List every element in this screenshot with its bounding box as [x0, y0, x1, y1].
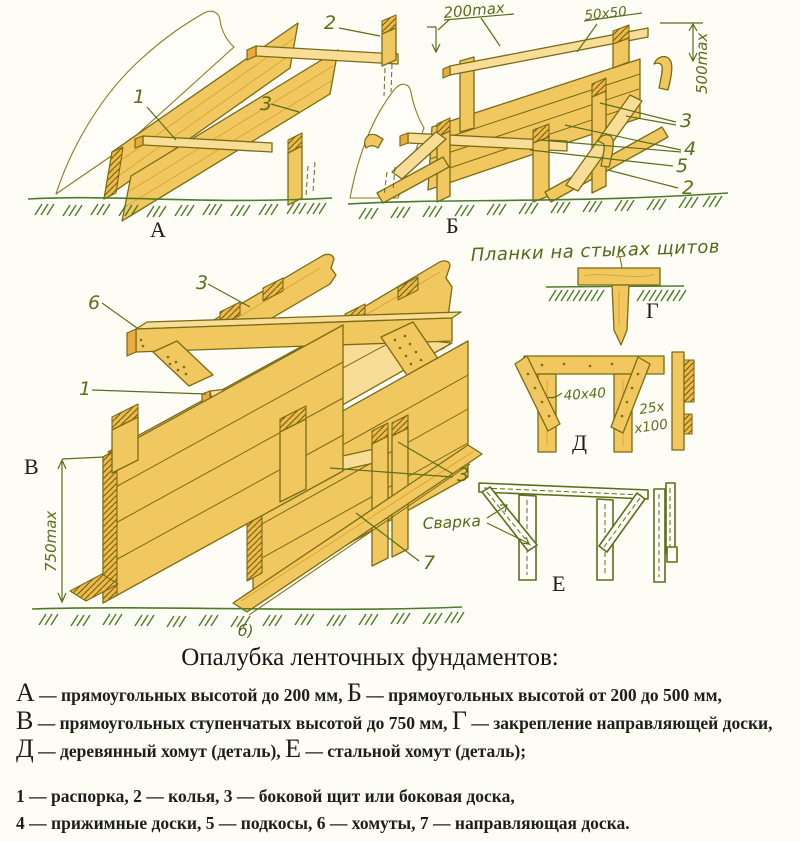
- dim-50x50-leader: [576, 12, 643, 53]
- legend-line-de: Д — деревянный хомут (деталь), Е — сталь…: [16, 734, 526, 766]
- wall-post-middle: [279, 405, 307, 503]
- dim-500-bracket: [660, 22, 703, 63]
- legend-text: — прямоугольных высотой до 200 мм,: [34, 685, 347, 705]
- caption-title: Опалубка ленточных фундаментов:: [181, 644, 559, 671]
- figure-g: Планки на стыках щитов Г: [470, 236, 720, 346]
- legend-line-parts-1-3: 1 — распорка, 2 — колья, 3 — боковой щит…: [16, 781, 515, 811]
- stake: [381, 14, 397, 97]
- legend-text: — прямоугольных высотой от 200 до 500 мм…: [361, 685, 722, 705]
- dim-750-bracket: [57, 456, 105, 604]
- side-view: [653, 482, 678, 583]
- part-label-1: 1: [79, 378, 91, 400]
- part-label-3: 3: [260, 93, 272, 115]
- leader-lines: [529, 102, 682, 189]
- formwork-illustration: 1 3 2 200max А: [24, 0, 729, 640]
- part-label-3-top: 3: [196, 272, 208, 294]
- figure-letter-b: Б: [446, 213, 459, 238]
- brace-right: [610, 356, 651, 434]
- part-label-4: 4: [684, 138, 696, 160]
- legend-text: — закрепление направляющей доски,: [466, 713, 773, 733]
- dim-200-bracket: [427, 13, 515, 54]
- brace-assembly-near: [364, 117, 451, 204]
- earth-bank: [55, 10, 235, 195]
- ground-line: [347, 192, 729, 205]
- top-bar: [478, 482, 649, 500]
- dim-50x50: 50x50: [584, 4, 628, 24]
- legend-letter: В: [16, 706, 34, 735]
- figure-a: 1 3 2 200max А: [27, 0, 515, 242]
- spreader-top: [246, 45, 399, 65]
- side-view: [671, 351, 695, 451]
- part-label-1: 1: [133, 86, 145, 108]
- legend-letter: Е: [285, 734, 301, 763]
- legend-text: — прямоугольных ступенчатых высотой до 7…: [33, 713, 452, 733]
- clamp-bar-6: [126, 311, 462, 357]
- junction-post: [532, 123, 550, 203]
- legend-letter: Г: [451, 706, 467, 735]
- weld-label: Сварка: [422, 512, 481, 533]
- part-label-5: 5: [676, 155, 688, 177]
- legend-text: 4 — прижимные доски, 5 — подкосы, 6 — хо…: [16, 813, 630, 833]
- legend-text: — деревянный хомут (деталь),: [33, 741, 286, 761]
- stake-peg: [611, 284, 630, 346]
- weld-arrows: [486, 504, 530, 545]
- ground-line: [31, 606, 463, 611]
- guide-board-7: [232, 444, 483, 616]
- brace-right: [598, 492, 646, 553]
- dim-750max: 750max: [42, 511, 60, 572]
- leader-lines: [146, 27, 381, 141]
- figure-letter-e: Е: [552, 571, 565, 596]
- figure-e: Сварка Е: [422, 482, 678, 596]
- legend-letter: А: [16, 678, 35, 707]
- figure-letter-v: В: [24, 454, 39, 479]
- dim-25x: 25x: [638, 398, 666, 417]
- leader-lines: [91, 283, 454, 562]
- legend-line-vg: В — прямоугольных ступенчатых высотой до…: [16, 706, 773, 738]
- sub-figure-label: б): [238, 622, 254, 640]
- brace-assembly-far: [544, 55, 673, 203]
- figure-letter-d: Д: [572, 430, 587, 455]
- legend-text: — стальной хомут (деталь);: [300, 741, 527, 761]
- part-label-6: 6: [88, 292, 100, 314]
- nailed-brace-left: [152, 340, 214, 387]
- plank: [577, 267, 661, 286]
- rail-post-left: [459, 56, 475, 133]
- figure-letter-a: А: [150, 217, 166, 242]
- base-pad: [69, 573, 119, 602]
- legend-line-parts-4-7: 4 — прижимные доски, 5 — подкосы, 6 — хо…: [16, 808, 630, 838]
- nail: [615, 255, 626, 269]
- legend-line-ab: А — прямоугольных высотой до 200 мм, Б —…: [16, 678, 722, 710]
- legend-text: 1 — распорка, 2 — колья, 3 — боковой щит…: [16, 786, 515, 806]
- brace-left: [481, 486, 538, 552]
- part-label-2: 2: [324, 12, 336, 34]
- figure-v: 6 3 1 3 7 750max В б): [24, 253, 483, 640]
- dim-x100: x100: [632, 416, 669, 437]
- ground-line: [27, 196, 333, 202]
- part-label-3-right: 3: [457, 464, 469, 486]
- rail-post-right: [612, 24, 630, 69]
- part-label-7: 7: [423, 552, 435, 574]
- figure-d: 40x40 25x x100 Д: [514, 351, 695, 455]
- dim-200max: 200max: [443, 0, 506, 22]
- brace-left: [514, 355, 561, 432]
- wall-post-left: [111, 403, 139, 474]
- figure-letter-g: Г: [646, 298, 659, 323]
- guide-rail-50x50: [442, 27, 649, 79]
- figure-b: 50x50 500max 3 4 5 2 Б: [347, 4, 729, 238]
- side-board-left: [103, 22, 299, 200]
- legend-letter: Д: [16, 734, 34, 763]
- dim-leader: [547, 392, 563, 399]
- part-label-2: 2: [682, 177, 694, 199]
- legend-letter: Б: [346, 678, 362, 707]
- dim-40x40: 40x40: [563, 385, 606, 404]
- part-label-3: 3: [680, 110, 692, 132]
- dim-500max: 500max: [693, 33, 711, 94]
- note-planks: Планки на стыках щитов: [470, 236, 720, 266]
- ground-hatching: [34, 202, 327, 218]
